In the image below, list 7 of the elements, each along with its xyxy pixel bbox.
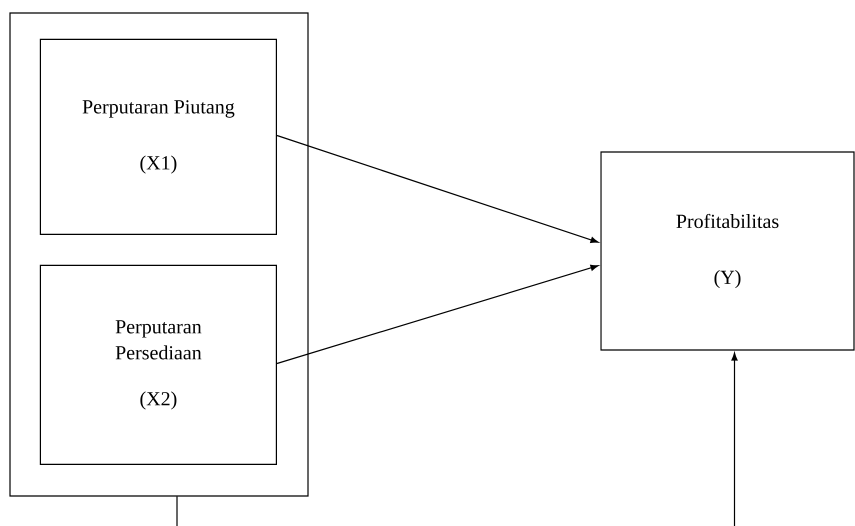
arrow [276, 134, 598, 243]
arrow [276, 264, 598, 364]
variable-box: Perputaran Persediaan (X2) [40, 264, 277, 465]
group-box [9, 12, 309, 497]
arrow [176, 352, 738, 526]
variable-box: Perputaran Piutang (X1) [40, 38, 277, 235]
variable-box: Profitabilitas (Y) [600, 151, 855, 351]
